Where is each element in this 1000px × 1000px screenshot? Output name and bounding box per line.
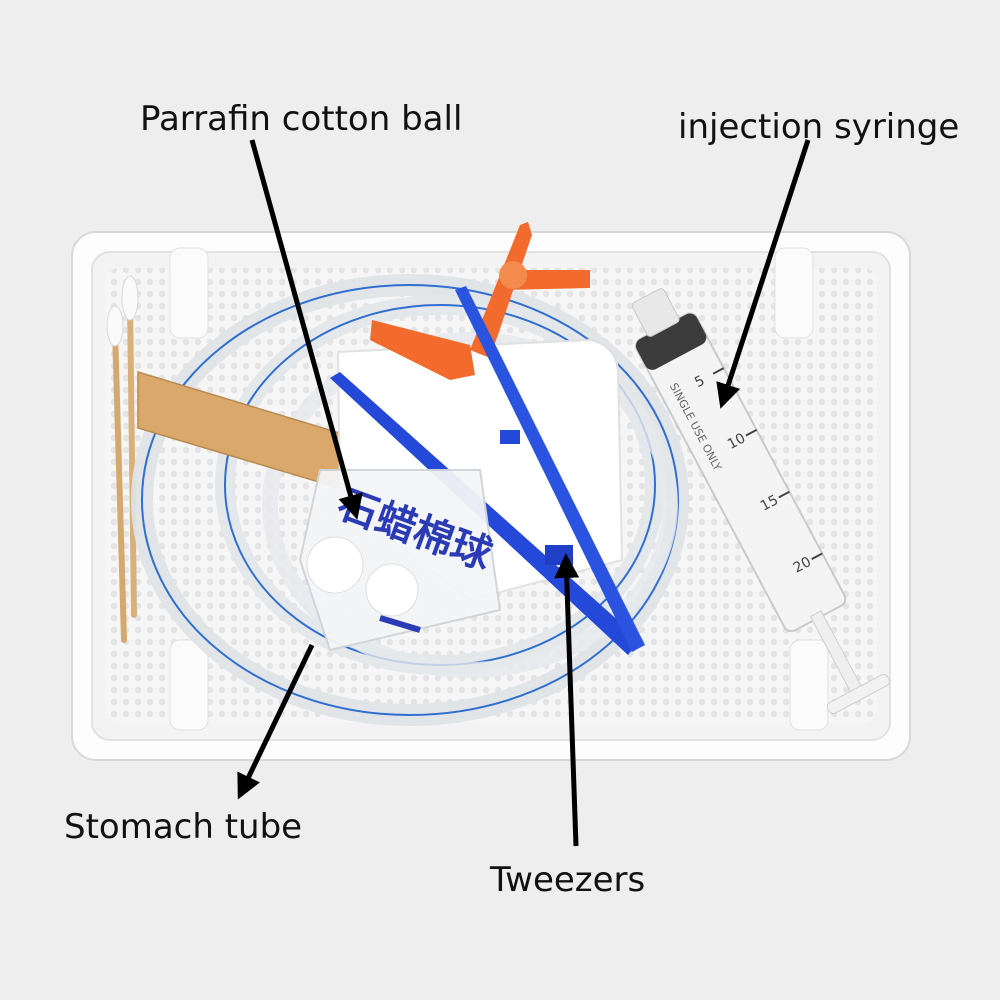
arrow-tweezers [554,553,580,847]
cotton-swabs [106,275,139,643]
syringe-scale: 5 10 15 20 [692,367,823,576]
arrow-stomach-tube [237,643,315,800]
syringe-scale-15: 15 [758,492,781,514]
syringe-scale-10: 10 [725,430,748,452]
label-tweezers: Tweezers [490,860,646,900]
arrow-cotton-ball [249,139,363,520]
stomach-tube [131,274,689,726]
arrow-syringe [716,139,811,409]
cotton-ball-package: 石蜡棉球 [298,469,502,652]
label-stomach-tube: Stomach tube [64,807,303,847]
callout-arrows [237,139,811,847]
syringe-scale-20: 20 [791,554,814,576]
label-injection-syringe: injection syringe [678,107,960,147]
syringe: 5 10 15 20 SINGLE USE ONLY [631,288,891,714]
orange-connector [370,222,590,380]
label-cotton-ball: Parrafin cotton ball [140,99,463,139]
